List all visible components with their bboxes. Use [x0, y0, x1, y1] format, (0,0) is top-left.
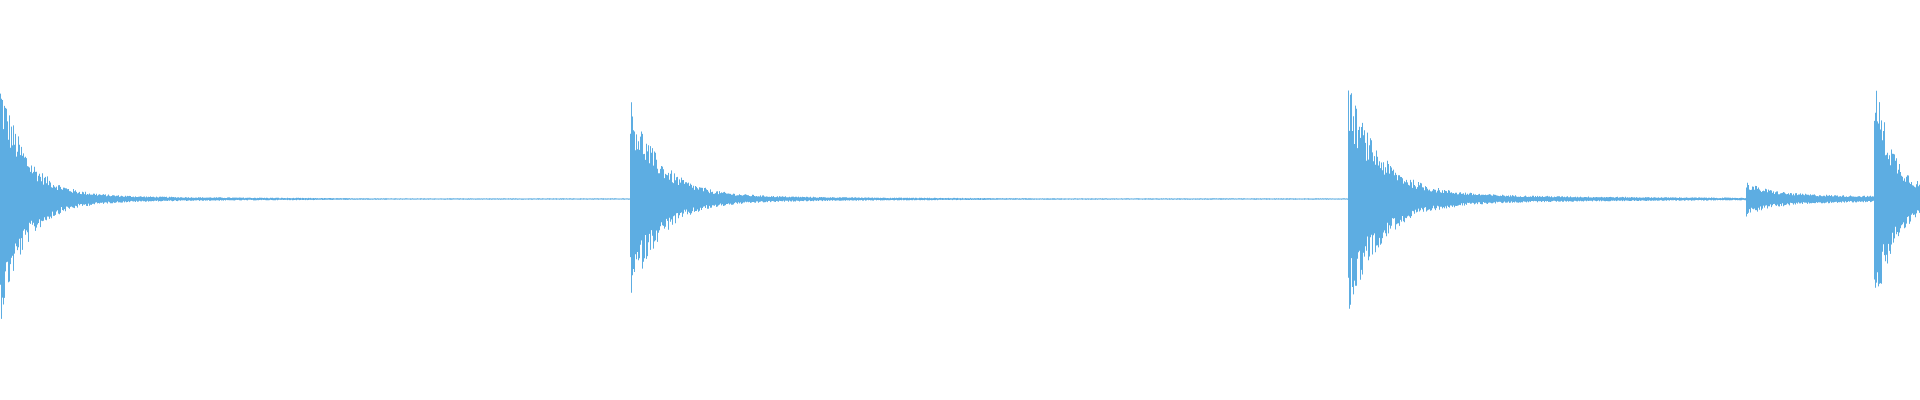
waveform-path: [0, 90, 1920, 319]
